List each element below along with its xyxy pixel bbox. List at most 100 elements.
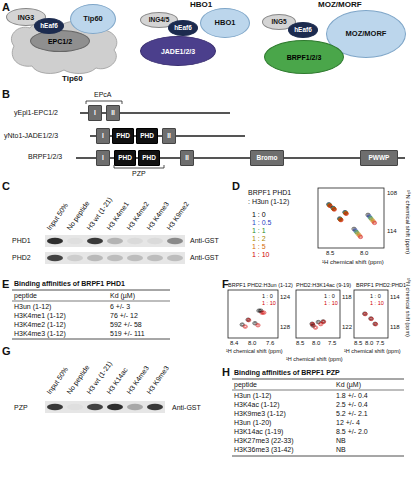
figure-label: EPcA	[94, 91, 112, 99]
blot-band	[167, 255, 183, 261]
figure-label: 1 : 0	[262, 293, 273, 300]
figure-label: 1 : 10	[370, 300, 384, 307]
subunit-ellipse: Tip60	[70, 4, 116, 34]
figure-label: 8.0	[248, 340, 256, 347]
protein-backbone	[80, 112, 230, 114]
domain-box: PWWP	[360, 150, 398, 166]
nmr-peak	[343, 211, 347, 215]
subunit-ellipse: EPC1/2	[30, 30, 90, 52]
blot-band	[107, 238, 123, 244]
blot-band	[127, 404, 143, 410]
nmr-peak	[240, 323, 244, 327]
figure-label: H3un (1-12)	[14, 303, 51, 311]
figure-label: Anti-GST	[190, 254, 219, 262]
node-text: HBO1	[215, 19, 236, 27]
figure-label: 118	[390, 324, 400, 331]
blot-band	[107, 255, 123, 261]
figure-label: ¹H chemical shift (ppm)	[286, 356, 343, 363]
figure-label: 76 +/- 12	[110, 312, 138, 320]
figure-label: 1 : 0.5	[252, 219, 271, 227]
panel-letter: C	[2, 180, 10, 192]
nmr-peak	[313, 326, 317, 330]
figure-label: 1 : 2	[252, 235, 266, 243]
domain-box: PHD	[136, 128, 158, 144]
nmr-peak	[344, 212, 348, 216]
figure-label: 2.5 +/- 0.4	[336, 401, 368, 409]
nmr-peak	[332, 207, 336, 211]
nmr-peak	[322, 321, 324, 323]
nmr-peak	[319, 322, 323, 326]
nmr-peak	[246, 318, 250, 322]
blot-band	[67, 404, 83, 410]
nmr-peak	[339, 219, 341, 221]
table-rule	[232, 379, 404, 380]
nmr-peak	[321, 320, 325, 324]
blot-band	[127, 238, 143, 244]
nmr-peak	[314, 327, 316, 329]
figure-label: Tip60	[62, 74, 83, 83]
node-text: Bromo	[257, 155, 278, 162]
nmr-peak	[372, 221, 376, 225]
domain-box: PHD	[114, 150, 136, 166]
nmr-peak	[364, 313, 366, 315]
nmr-peak	[253, 321, 257, 325]
nmr-peak	[247, 319, 249, 321]
nmr-peak	[241, 324, 243, 326]
blot-band	[67, 238, 83, 244]
figure-label: 8.0	[365, 340, 373, 347]
node-text: PHD	[118, 155, 132, 162]
nmr-peak	[247, 318, 251, 322]
axis-label: ¹⁵N chemical shift (ppm)	[405, 278, 412, 337]
figure-label: H3un (1-20)	[234, 419, 271, 427]
nmr-peak	[338, 217, 342, 221]
blot-strip	[45, 401, 165, 413]
table-rule	[232, 390, 404, 391]
table-rule	[12, 301, 170, 302]
domain-box: I	[96, 128, 110, 144]
domain-box: II	[162, 128, 176, 144]
figure-label: 1 : 10	[262, 300, 276, 307]
nmr-peak	[338, 218, 342, 222]
blot-strip	[45, 252, 185, 264]
nmr-peak	[344, 211, 348, 215]
figure-label: 519 +/- 111	[110, 330, 145, 338]
blot-band	[147, 404, 163, 410]
domain-box: II	[106, 105, 120, 121]
node-text: Tip60	[83, 15, 102, 23]
figure-label: 122	[342, 324, 352, 331]
node-text: hEaf6	[294, 27, 312, 34]
figure-label: 8.5	[326, 250, 334, 257]
nmr-peak	[369, 317, 373, 321]
domain-box: PHD	[112, 128, 134, 144]
figure-label: ¹H chemical shift (ppm)	[344, 348, 401, 355]
node-text: PHD	[116, 133, 130, 140]
nmr-peak	[310, 322, 314, 326]
spectrum-frame	[354, 290, 388, 338]
figure-label: Kd (µM)	[336, 381, 361, 389]
nmr-peak	[364, 313, 366, 315]
figure-label: 8.5	[354, 340, 362, 347]
figure-label: Kd (µM)	[110, 292, 135, 300]
nmr-peak	[332, 207, 336, 211]
figure-label: 592 +/- 58	[110, 321, 142, 329]
nmr-peak	[332, 208, 336, 212]
figure-label: Binding affinities of BRPF1 PHD1	[14, 280, 125, 288]
table-rule	[12, 339, 170, 340]
nmr-peak	[369, 317, 373, 321]
node-text: II	[185, 155, 189, 162]
panel-letter: D	[232, 180, 240, 192]
figure-label: H3K4me1 (1-12)	[14, 312, 66, 320]
node-text: ING5	[271, 19, 286, 26]
blot-band	[87, 404, 103, 410]
blot-strip	[45, 235, 185, 247]
domain-bracket	[86, 101, 122, 104]
figure-label: 8.4	[230, 340, 238, 347]
nmr-peak	[322, 321, 324, 323]
panel-letter: E	[2, 278, 9, 290]
nmr-peak	[345, 213, 347, 215]
node-text: I	[102, 133, 104, 140]
axis-label: ¹⁵N chemical shift (ppm)	[404, 190, 411, 254]
figure-label: H3K36me3 (31-42)	[234, 446, 294, 454]
panel-letter: H	[222, 366, 230, 378]
nmr-peak	[338, 217, 342, 221]
